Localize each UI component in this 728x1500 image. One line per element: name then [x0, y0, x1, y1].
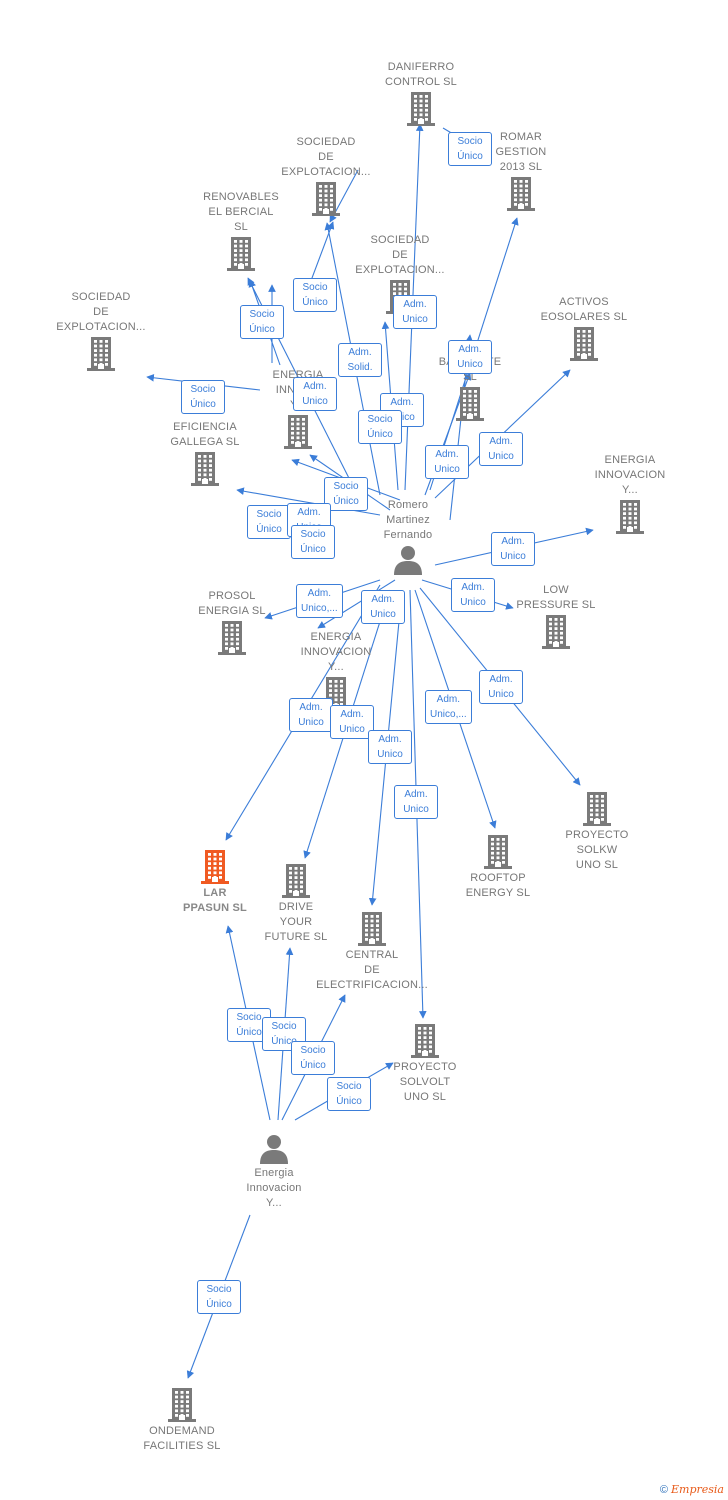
node-label: PROSOL ENERGIA SL: [198, 590, 266, 617]
role-badge[interactable]: Adm. Unico: [448, 340, 492, 374]
node-ondemand[interactable]: ONDEMAND FACILITIES SL: [117, 1386, 247, 1454]
role-badge[interactable]: Adm. Solid.: [338, 343, 382, 377]
role-badge[interactable]: Socio Único: [448, 132, 492, 166]
node-lar[interactable]: LAR PPASUN SL: [150, 848, 280, 916]
role-badge[interactable]: Adm. Unico: [289, 698, 333, 732]
node-soc-left[interactable]: SOCIEDAD DE EXPLOTACION...: [36, 290, 166, 373]
role-badge[interactable]: Adm. Unico: [479, 432, 523, 466]
brand-initial: E: [671, 1483, 680, 1496]
role-badge[interactable]: Adm. Unico,...: [425, 690, 472, 724]
role-badge[interactable]: Adm. Unico: [479, 670, 523, 704]
role-badge[interactable]: Adm. Unico: [394, 785, 438, 819]
node-label: RENOVABLES EL BERCIAL SL: [203, 191, 279, 233]
building-icon: [491, 615, 621, 649]
role-badge[interactable]: Adm. Unico: [491, 532, 535, 566]
empresia-credit[interactable]: © Empresia: [660, 1483, 724, 1496]
role-badge[interactable]: Socio Único: [327, 1077, 371, 1111]
node-romero[interactable]: Romero Martinez Fernando: [343, 498, 473, 577]
building-icon: [140, 452, 270, 486]
role-badge[interactable]: Adm. Unico: [361, 590, 405, 624]
node-prosol[interactable]: PROSOL ENERGIA SL: [167, 589, 297, 657]
node-label: ENERGIA INNOVACION Y...: [594, 454, 666, 496]
building-icon: [307, 912, 437, 946]
brand-name: mpresia: [679, 1483, 724, 1496]
node-label: Energia Innovacion Y...: [246, 1167, 302, 1209]
building-icon: [456, 177, 586, 211]
node-label: DANIFERRO CONTROL SL: [385, 61, 457, 88]
role-badge[interactable]: Adm. Unico: [451, 578, 495, 612]
role-badge[interactable]: Socio Único: [324, 477, 368, 511]
node-label: PROYECTO SOLKW UNO SL: [565, 829, 629, 871]
person-icon: [343, 545, 473, 575]
node-label: EFICIENCIA GALLEGA SL: [170, 421, 240, 448]
building-icon: [176, 237, 306, 271]
building-icon: [233, 415, 363, 449]
node-low[interactable]: LOW PRESSURE SL: [491, 583, 621, 651]
node-label: LAR PPASUN SL: [183, 887, 247, 914]
node-activos[interactable]: ACTIVOS EOSOLARES SL: [519, 295, 649, 363]
node-label: ACTIVOS EOSOLARES SL: [540, 296, 628, 323]
role-badge[interactable]: Adm. Unico: [293, 377, 337, 411]
building-icon: [117, 1388, 247, 1422]
role-badge[interactable]: Socio Único: [181, 380, 225, 414]
node-label: ROOFTOP ENERGY SL: [465, 872, 531, 899]
building-icon: [36, 337, 166, 371]
node-solkw[interactable]: PROYECTO SOLKW UNO SL: [532, 790, 662, 873]
node-label: ROMAR GESTION 2013 SL: [495, 131, 547, 173]
role-badge[interactable]: Adm. Unico,...: [296, 584, 343, 618]
role-badge[interactable]: Socio Único: [291, 1041, 335, 1075]
node-label: Romero Martinez Fernando: [383, 499, 433, 541]
role-badge[interactable]: Adm. Unico: [368, 730, 412, 764]
building-icon: [356, 92, 486, 126]
node-label: SOCIEDAD DE EXPLOTACION...: [56, 291, 146, 333]
role-badge[interactable]: Socio Único: [291, 525, 335, 559]
role-badge[interactable]: Socio Único: [262, 1017, 306, 1051]
node-label: CENTRAL DE ELECTRIFICACION...: [316, 949, 428, 991]
node-label: DRIVE YOUR FUTURE SL: [264, 901, 328, 943]
node-daniferro[interactable]: DANIFERRO CONTROL SL: [356, 60, 486, 128]
copyright-symbol: ©: [659, 1484, 668, 1496]
node-label: SOCIEDAD DE EXPLOTACION...: [281, 136, 371, 178]
building-icon: [565, 500, 695, 534]
node-rooftop[interactable]: ROOFTOP ENERGY SL: [433, 833, 563, 901]
role-badge[interactable]: Socio Único: [358, 410, 402, 444]
person-icon: [209, 1134, 339, 1164]
building-icon: [360, 1024, 490, 1058]
building-icon: [405, 387, 535, 421]
node-label: ENERGIA INNOVACION Y...: [300, 631, 372, 673]
role-badge[interactable]: Socio Único: [197, 1280, 241, 1314]
node-energia-person[interactable]: Energia Innovacion Y...: [209, 1132, 339, 1211]
node-central[interactable]: CENTRAL DE ELECTRIFICACION...: [307, 910, 437, 993]
node-romar[interactable]: ROMAR GESTION 2013 SL: [456, 130, 586, 213]
building-icon: [532, 792, 662, 826]
node-solvolt[interactable]: PROYECTO SOLVOLT UNO SL: [360, 1022, 490, 1105]
building-icon: [167, 621, 297, 655]
role-badge[interactable]: Socio Único: [240, 305, 284, 339]
role-badge[interactable]: Adm. Unico: [330, 705, 374, 739]
building-icon: [261, 182, 391, 216]
node-label: PROYECTO SOLVOLT UNO SL: [393, 1061, 457, 1103]
node-label: LOW PRESSURE SL: [516, 584, 596, 611]
building-icon: [150, 850, 280, 884]
node-label: ONDEMAND FACILITIES SL: [143, 1425, 221, 1452]
role-badge[interactable]: Adm. Unico: [425, 445, 469, 479]
building-icon: [231, 864, 361, 898]
building-icon: [519, 327, 649, 361]
role-badge[interactable]: Adm. Unico: [393, 295, 437, 329]
building-icon: [433, 835, 563, 869]
node-soc-top[interactable]: SOCIEDAD DE EXPLOTACION...: [261, 135, 391, 218]
node-label: SOCIEDAD DE EXPLOTACION...: [355, 234, 445, 276]
node-energia-right[interactable]: ENERGIA INNOVACION Y...: [565, 453, 695, 536]
role-badge[interactable]: Socio Único: [247, 505, 291, 539]
node-drive[interactable]: DRIVE YOUR FUTURE SL: [231, 862, 361, 945]
role-badge[interactable]: Socio Único: [293, 278, 337, 312]
node-renovables[interactable]: RENOVABLES EL BERCIAL SL: [176, 190, 306, 273]
edge-14: [317, 579, 396, 629]
node-eficiencia[interactable]: EFICIENCIA GALLEGA SL: [140, 420, 270, 488]
